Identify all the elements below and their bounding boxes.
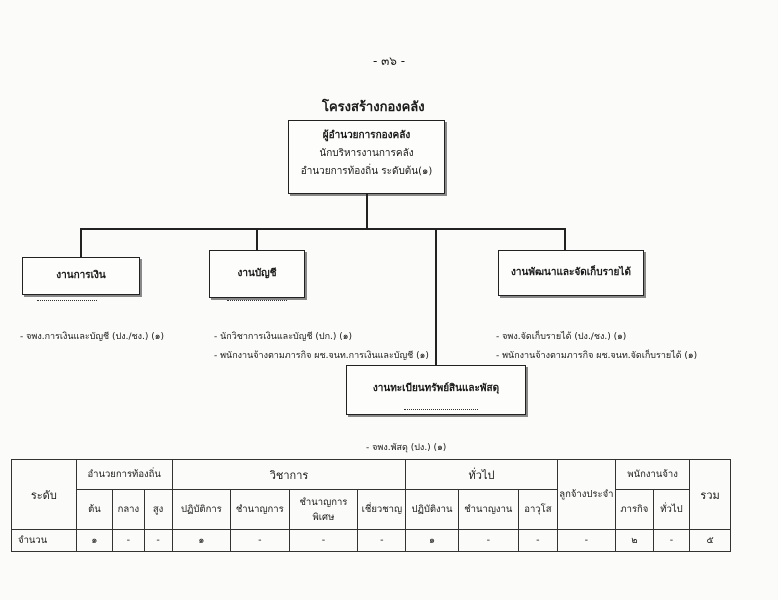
section-accounting-box: งานบัญชี	[209, 250, 305, 298]
assets-dotted-line	[404, 409, 478, 410]
count-local-admin-3: -	[143, 529, 173, 552]
count-total: ๕	[689, 529, 731, 552]
count-general-2: -	[457, 529, 520, 552]
sub-employees-1: ภารกิจ	[615, 489, 654, 530]
count-employees-2: -	[652, 529, 691, 552]
revenue-staff-1: - จพง.จัดเก็บรายได้ (ปง./ชง.) (๑)	[496, 332, 627, 342]
connector-trunk	[366, 194, 368, 229]
section-assets-label: งานทะเบียนทรัพย์สินและพัสดุ	[372, 383, 500, 394]
director-level: อำนวยการท้องถิ่น ระดับต้น(๑)	[300, 166, 433, 177]
sub-academic-3: ชำนาญการพิเศษ	[288, 489, 359, 530]
sub-academic-4: เชี่ยวชาญ	[357, 489, 407, 530]
count-employees-1: ๒	[615, 529, 654, 552]
header-academic: วิชาการ	[171, 459, 407, 490]
sub-general-1: ปฏิบัติงาน	[405, 489, 459, 530]
finance-staff-1: - จพง.การเงินและบัญชี (ปง./ชง.) (๑)	[20, 332, 165, 342]
sub-academic-2: ชำนาญการ	[230, 489, 290, 530]
count-local-admin-1: ๑	[75, 529, 114, 552]
header-general: ทั่วไป	[405, 459, 558, 490]
accounting-staff-2: - พนักงานจ้างตามภารกิจ ผช.จนท.การเงินและ…	[214, 351, 429, 361]
section-revenue-box: งานพัฒนาและจัดเก็บรายได้	[498, 250, 644, 296]
count-academic-4: -	[357, 529, 407, 552]
count-local-admin-2: -	[112, 529, 145, 552]
connector-horizontal	[80, 228, 565, 230]
header-local-admin: อำนวยการท้องถิ่น	[75, 459, 173, 490]
count-academic-1: ๑	[171, 529, 232, 552]
finance-dotted-line	[37, 300, 97, 301]
section-finance-box: งานการเงิน	[22, 257, 140, 295]
accounting-staff-1: - นักวิชาการเงินและบัญชี (ปก.) (๑)	[214, 332, 353, 342]
sub-local-admin-2: กลาง	[112, 489, 145, 530]
revenue-staff-2: - พนักงานจ้างตามภารกิจ ผช.จนท.จัดเก็บราย…	[496, 351, 698, 361]
header-employees: พนักงานจ้าง	[615, 459, 691, 490]
accounting-dotted-line	[227, 300, 287, 301]
header-total: รวม	[689, 459, 731, 530]
sub-local-admin-1: ต้น	[75, 489, 114, 530]
sub-local-admin-3: สูง	[143, 489, 173, 530]
org-chart-title: โครงสร้างกองคลัง	[322, 100, 425, 115]
section-accounting-label: งานบัญชี	[237, 268, 277, 279]
director-box: ผู้อำนวยการกองคลัง นักบริหารงานการคลัง อ…	[288, 120, 445, 194]
section-finance-label: งานการเงิน	[56, 270, 106, 281]
director-position: นักบริหารงานการคลัง	[319, 148, 414, 159]
connector-revenue	[564, 228, 566, 250]
count-academic-2: -	[230, 529, 290, 552]
header-level: ระดับ	[11, 459, 77, 530]
count-academic-3: -	[288, 529, 359, 552]
assets-staff-1: - จพง.พัสดุ (ปง.) (๑)	[366, 443, 447, 453]
connector-assets	[435, 228, 437, 365]
connector-finance	[80, 228, 82, 257]
count-general-3: -	[518, 529, 558, 552]
section-revenue-label: งานพัฒนาและจัดเก็บรายได้	[511, 267, 631, 278]
section-assets-box: งานทะเบียนทรัพย์สินและพัสดุ	[346, 365, 526, 415]
count-permanent-worker: -	[556, 529, 617, 552]
director-title: ผู้อำนวยการกองคลัง	[322, 130, 411, 141]
page-number: - ๓๖ -	[372, 54, 406, 68]
sub-general-2: ชำนาญงาน	[457, 489, 520, 530]
connector-accounting	[256, 228, 258, 250]
header-permanent-worker: ลูกจ้างประจำ	[556, 459, 617, 530]
position-summary-table: ระดับ อำนวยการท้องถิ่น วิชาการ ทั่วไป ลู…	[11, 459, 731, 552]
row-label: จำนวน	[11, 529, 77, 552]
sub-general-3: อาวุโส	[518, 489, 558, 530]
sub-employees-2: ทั่วไป	[652, 489, 691, 530]
sub-academic-1: ปฏิบัติการ	[171, 489, 232, 530]
count-general-1: ๑	[405, 529, 459, 552]
